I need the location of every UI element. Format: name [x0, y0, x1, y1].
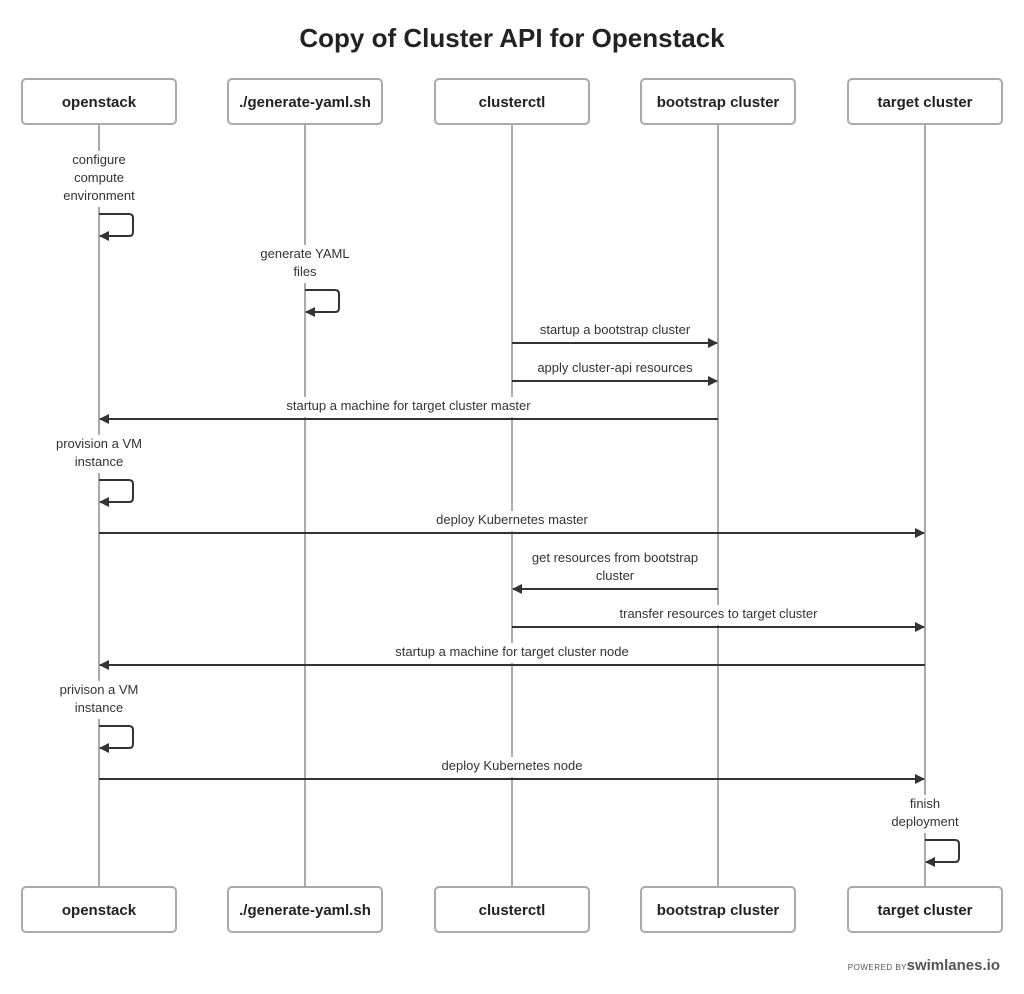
message-label-background [428, 511, 596, 531]
message-1: configure compute environment [58, 151, 140, 241]
message-label: transfer resources to target cluster [620, 606, 819, 621]
participant-box [847, 886, 1003, 933]
message-9: transfer resources to target cluster [512, 605, 925, 632]
participant-label: clusterctl [479, 902, 546, 919]
participant-box [640, 886, 796, 933]
participant-clusterctl-top: clusterctl [434, 78, 590, 125]
participant-label: ./generate-yaml.sh [239, 902, 371, 919]
message-label-background [435, 757, 589, 777]
message-label-background [48, 435, 150, 473]
message-10: startup a machine for target cluster nod… [99, 643, 925, 670]
participant-label: clusterctl [479, 94, 546, 111]
participant-label: openstack [62, 94, 137, 111]
participant-bootstrap-bottom: bootstrap cluster [640, 886, 796, 933]
message-label-background [521, 359, 709, 379]
participant-box [21, 78, 177, 125]
powered-by-label: POWERED BY [848, 963, 907, 972]
participant-generate-bottom: ./generate-yaml.sh [227, 886, 383, 933]
participant-bootstrap-top: bootstrap cluster [640, 78, 796, 125]
message-12: deploy Kubernetes node [99, 757, 925, 784]
participant-label: openstack [62, 902, 137, 919]
diagram-title: Copy of Cluster API for Openstack [299, 23, 725, 53]
message-label-background [595, 605, 842, 625]
message-label: deploy Kubernetes master [436, 512, 588, 527]
message-4: apply cluster-api resources [512, 359, 718, 386]
self-message-arrow [99, 479, 134, 507]
participant-box [434, 78, 590, 125]
message-6: provision a VM instance [48, 435, 150, 507]
participant-box [21, 886, 177, 933]
message-label: deployment [891, 814, 959, 829]
message-label: instance [75, 700, 123, 715]
message-11: privison a VM instance [52, 681, 146, 753]
participant-box [227, 886, 383, 933]
message-13: finish deployment [888, 795, 962, 867]
message-label: get resources from bootstrap [532, 550, 698, 565]
participant-generate-top: ./generate-yaml.sh [227, 78, 383, 125]
self-message-arrow [305, 289, 340, 317]
footer: POWERED BY swimlanes.io [848, 957, 1000, 974]
participant-label: bootstrap cluster [657, 902, 780, 919]
message-2: generate YAML files [258, 245, 352, 317]
participant-openstack-top: openstack [21, 78, 177, 125]
message-label-background [52, 681, 146, 719]
participant-label: target cluster [877, 94, 972, 111]
message-7: deploy Kubernetes master [99, 511, 925, 538]
message-label-background [258, 245, 352, 283]
message-8: get resources from bootstrap cluster [512, 549, 718, 594]
message-label: deploy Kubernetes node [442, 758, 583, 773]
message-label-background [262, 397, 555, 417]
message-5: startup a machine for target cluster mas… [99, 397, 718, 424]
message-label: instance [75, 454, 123, 469]
participant-label: target cluster [877, 902, 972, 919]
message-label: privison a VM [60, 682, 139, 697]
message-label-background [372, 643, 652, 663]
participants-bottom: openstack ./generate-yaml.sh clusterctl boo… [21, 886, 1003, 933]
message-label: generate YAML [260, 246, 349, 261]
message-label: cluster [596, 568, 635, 583]
participant-target-bottom: target cluster [847, 886, 1003, 933]
brand-link[interactable]: swimlanes.io [907, 957, 1000, 974]
message-label-background [521, 321, 709, 341]
participant-label: bootstrap cluster [657, 94, 780, 111]
self-message-arrow [99, 213, 134, 241]
message-label: files [293, 264, 317, 279]
message-label-background [888, 795, 962, 833]
message-label: apply cluster-api resources [537, 360, 693, 375]
message-label-background [58, 151, 140, 207]
message-label: finish [910, 796, 940, 811]
messages: configure compute environment generate YAML… [48, 151, 962, 867]
message-label: configure [72, 152, 125, 167]
participant-clusterctl-bottom: clusterctl [434, 886, 590, 933]
message-label: startup a bootstrap cluster [540, 322, 691, 337]
message-label: compute [74, 170, 124, 185]
self-message-arrow [925, 839, 960, 867]
participant-box [227, 78, 383, 125]
participant-openstack-bottom: openstack [21, 886, 177, 933]
participant-box [640, 78, 796, 125]
participant-box [847, 78, 1003, 125]
message-label: environment [63, 188, 135, 203]
message-label: startup a machine for target cluster nod… [395, 644, 628, 659]
message-3: startup a bootstrap cluster [512, 321, 718, 348]
message-label: startup a machine for target cluster mas… [286, 398, 531, 413]
message-label-background [518, 549, 712, 587]
participant-target-top: target cluster [847, 78, 1003, 125]
self-message-arrow [99, 725, 134, 753]
message-label: provision a VM [56, 436, 142, 451]
participant-label: ./generate-yaml.sh [239, 94, 371, 111]
participants-top: openstack ./generate-yaml.sh clusterctl boo… [21, 78, 1003, 125]
participant-box [434, 886, 590, 933]
